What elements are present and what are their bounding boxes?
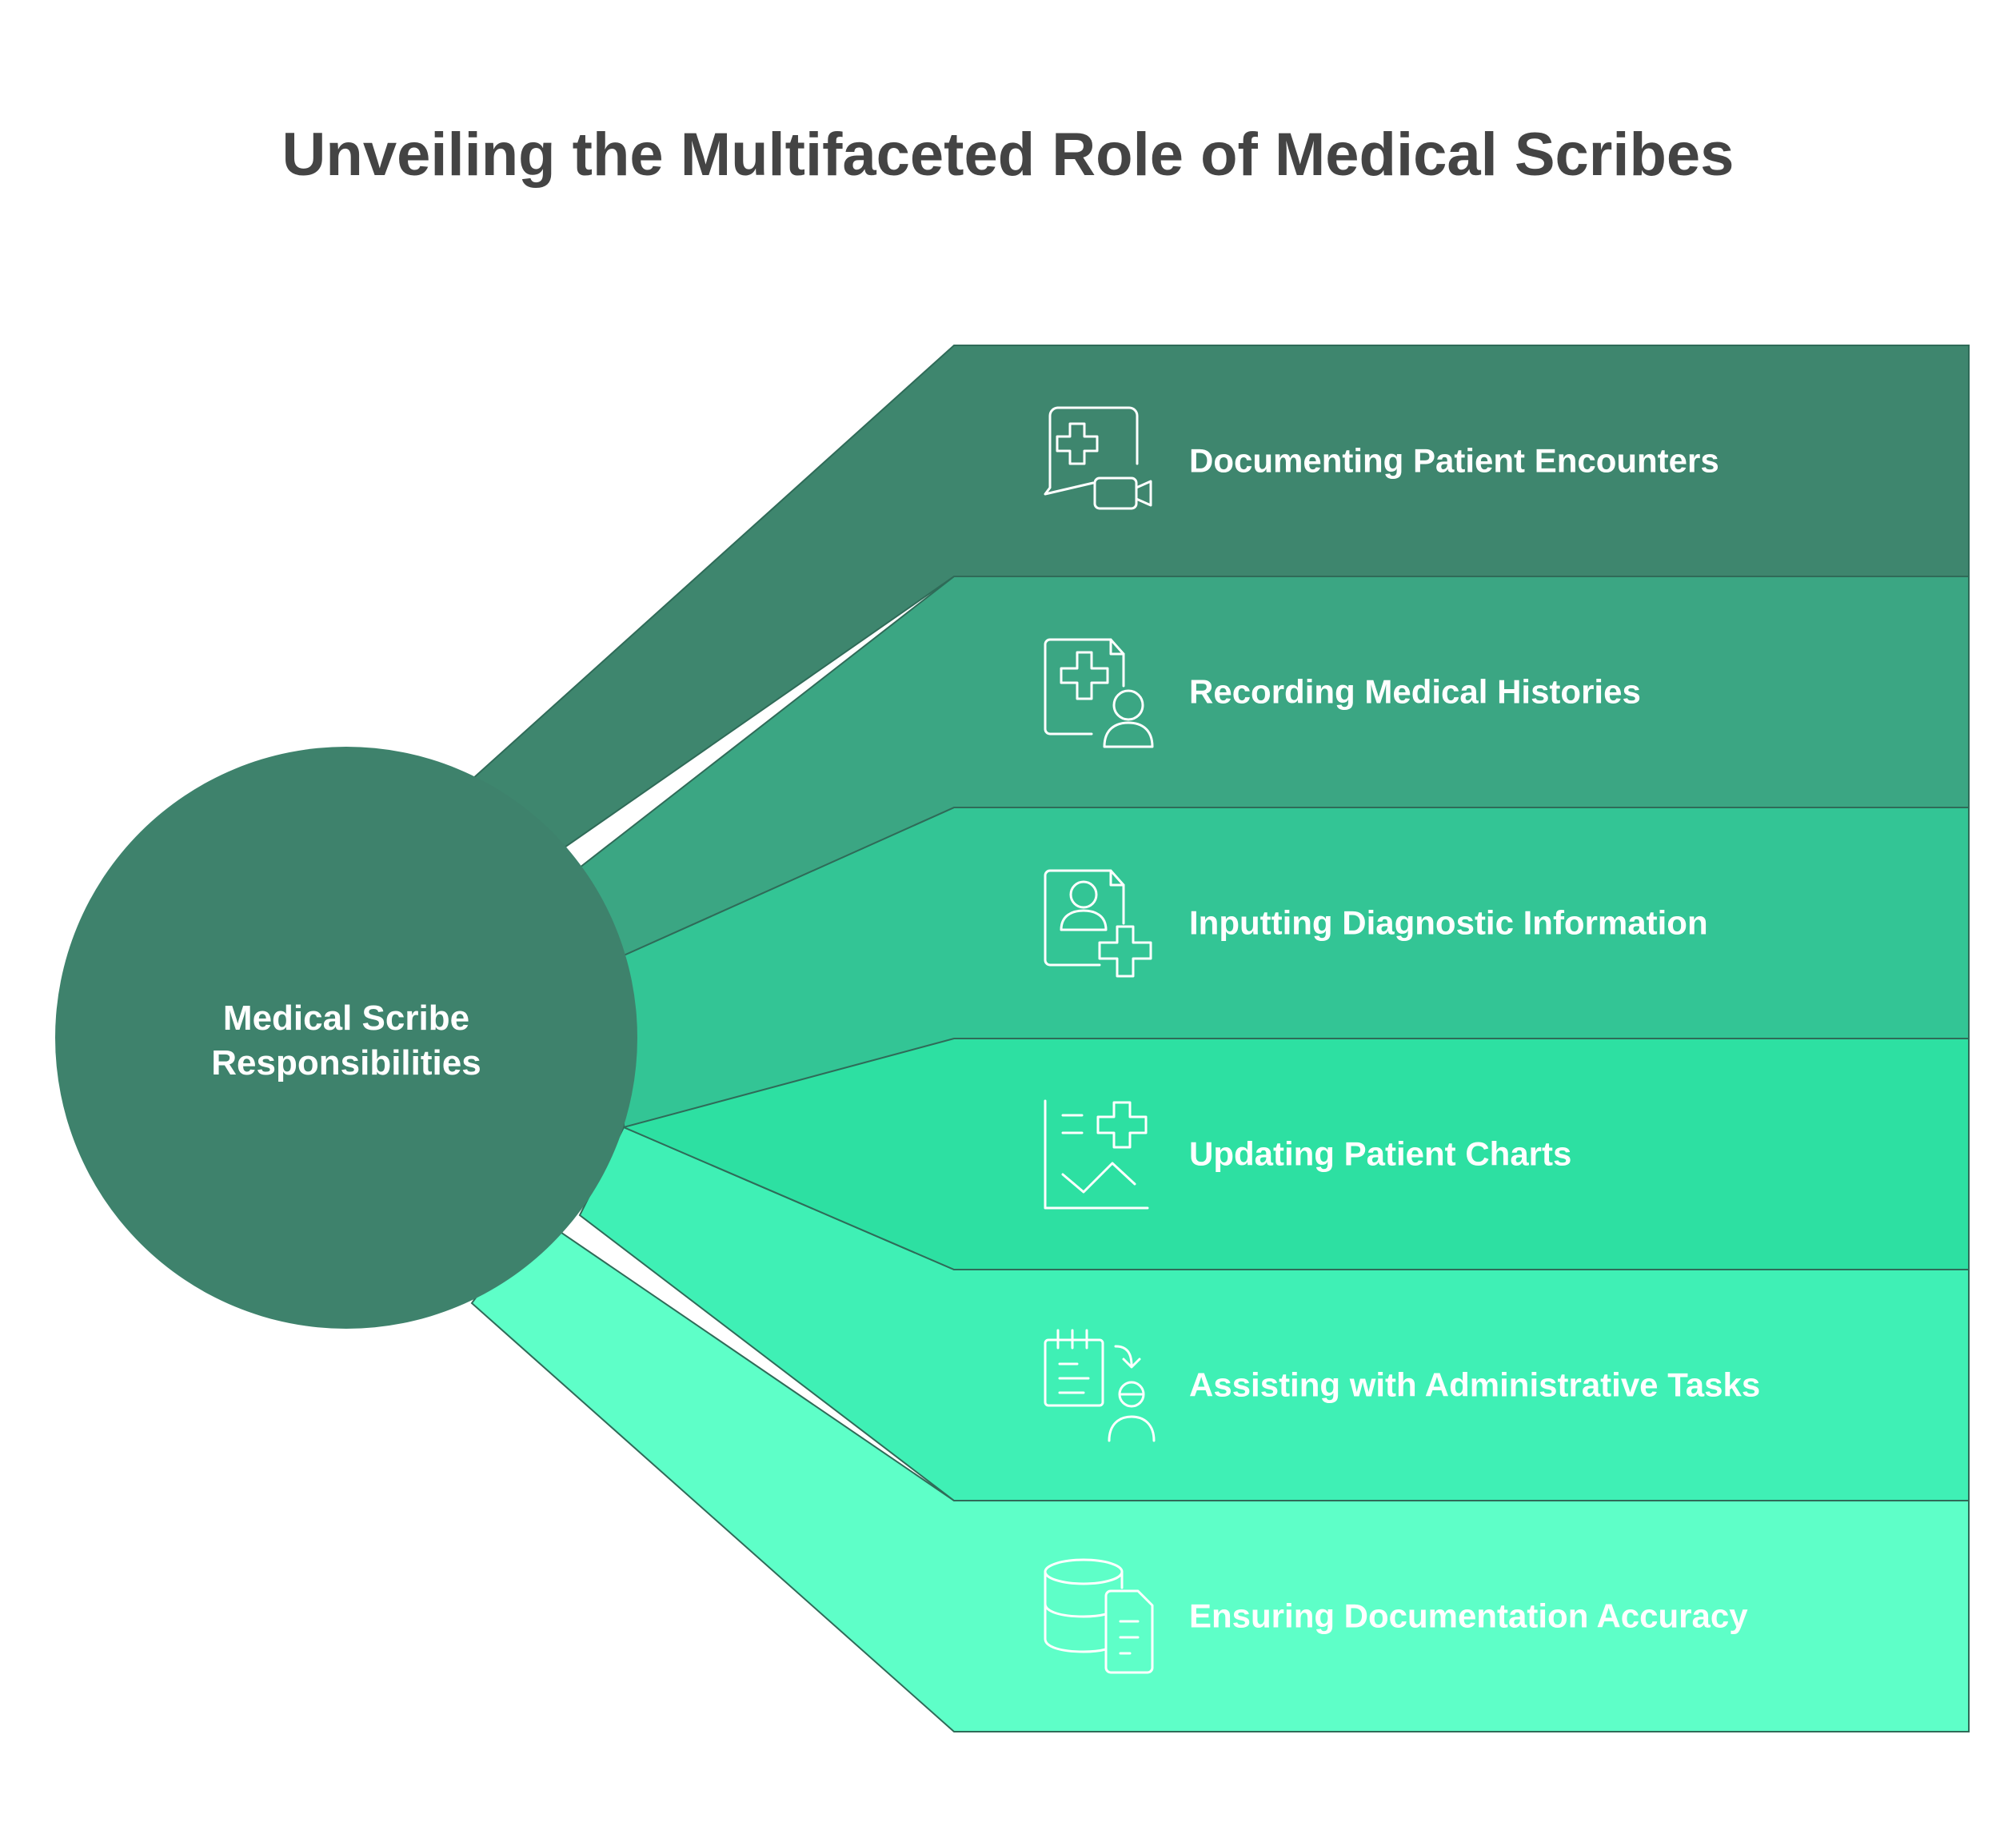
hub-label-line-2: Responsibilities xyxy=(211,1043,481,1082)
band-label-1: Documenting Patient Encounters xyxy=(1189,442,1719,480)
chart-plus-icon xyxy=(1044,1099,1149,1210)
database-document-icon xyxy=(1044,1558,1154,1674)
band-label-2: Recording Medical Histories xyxy=(1189,673,1641,711)
page-title: Unveiling the Multifaceted Role of Medic… xyxy=(281,121,1735,189)
hub-label-line-1: Medical Scribe xyxy=(223,999,469,1038)
band-label-6: Ensuring Documentation Accuracy xyxy=(1189,1597,1748,1635)
clipboard-assistant-icon xyxy=(1044,1329,1156,1442)
chat-medical-video-icon xyxy=(1044,406,1152,510)
band-label-4: Updating Patient Charts xyxy=(1189,1135,1571,1173)
patient-file-plus-icon xyxy=(1044,869,1152,978)
hub-circle xyxy=(55,747,637,1329)
band-label-3: Inputting Diagnostic Information xyxy=(1189,904,1708,942)
band-label-5: Assisting with Administrative Tasks xyxy=(1189,1366,1760,1404)
medical-record-person-icon xyxy=(1044,638,1154,748)
